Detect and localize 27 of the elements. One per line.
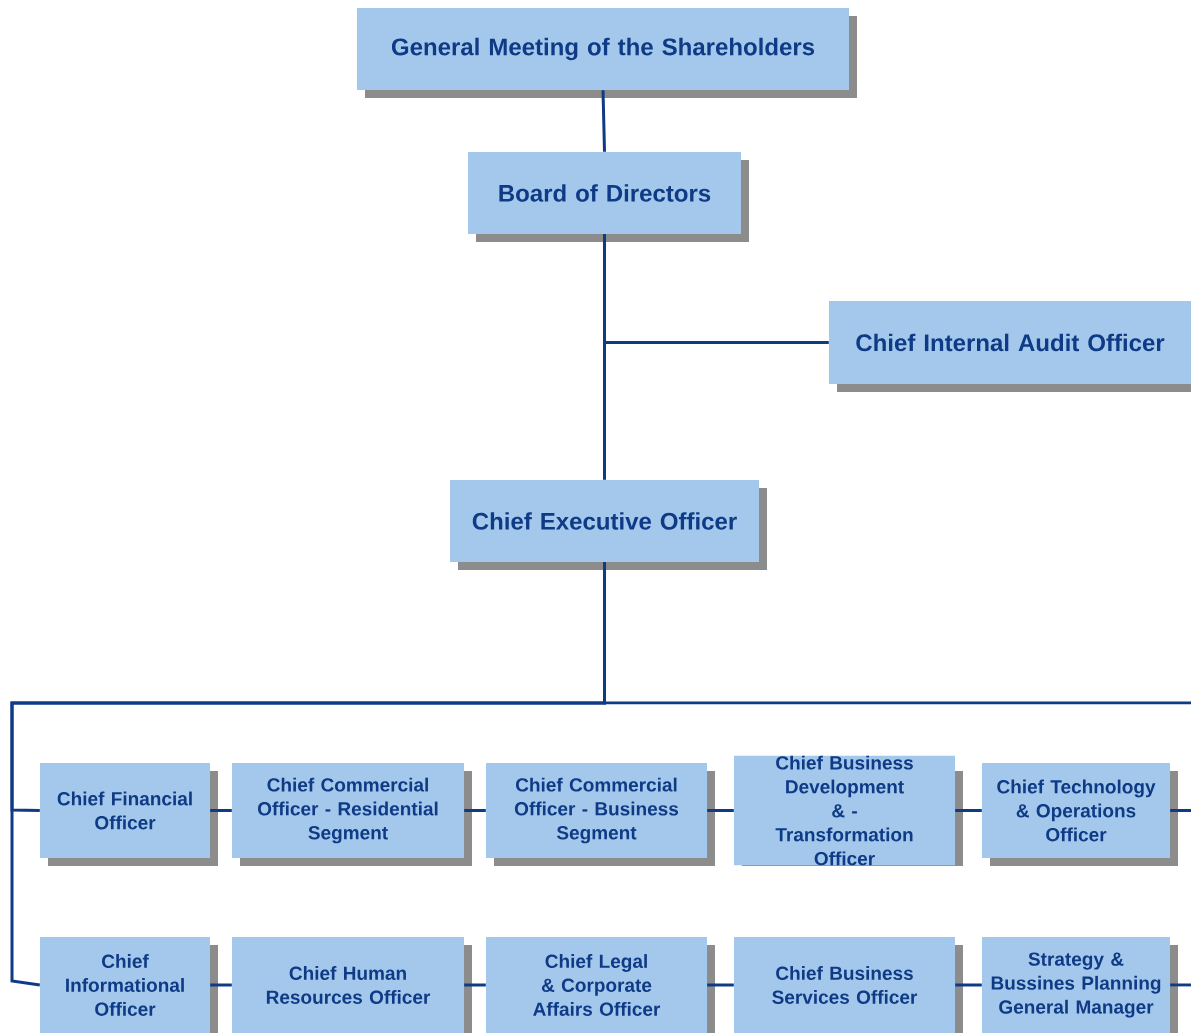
org-box: Strategy & Bussines Planning General Manager — [982, 937, 1178, 1033]
connector-line — [603, 234, 606, 480]
connector-line — [464, 983, 486, 987]
connector-line — [1170, 809, 1191, 812]
org-box: General Meeting of the Shareholders — [357, 8, 857, 98]
org-box: Chief Financial Officer — [40, 763, 218, 866]
org-box: Chief Business Services Officer — [734, 937, 963, 1033]
org-box: Chief Commercial Officer - Business Segment — [486, 763, 715, 866]
connector-line — [1170, 983, 1191, 987]
org-box: Chief Human Resources Officer — [232, 937, 472, 1033]
org-box: Chief Business Development & - Transformation Officer — [734, 755, 963, 866]
connector-line — [955, 809, 982, 812]
org-box: Chief Executive Officer — [450, 480, 767, 570]
org-box: Chief Informational Officer — [40, 937, 218, 1033]
org-box: Chief Internal Audit Officer — [829, 301, 1191, 392]
org-box: Board of Directors — [468, 152, 749, 242]
connector-line — [603, 562, 1191, 705]
connector-line — [707, 809, 734, 812]
connector-line — [210, 983, 232, 987]
connector-line — [210, 809, 232, 812]
org-box: Chief Commercial Officer - Residential Segment — [232, 763, 472, 866]
connector-line — [464, 809, 486, 812]
connector-line — [955, 983, 982, 987]
connector-line — [601, 90, 606, 152]
org-box: Chief Technology & Operations Officer — [982, 763, 1178, 866]
org-box: Chief Legal & Corporate Affairs Officer — [486, 937, 715, 1033]
connector-line — [707, 983, 734, 987]
